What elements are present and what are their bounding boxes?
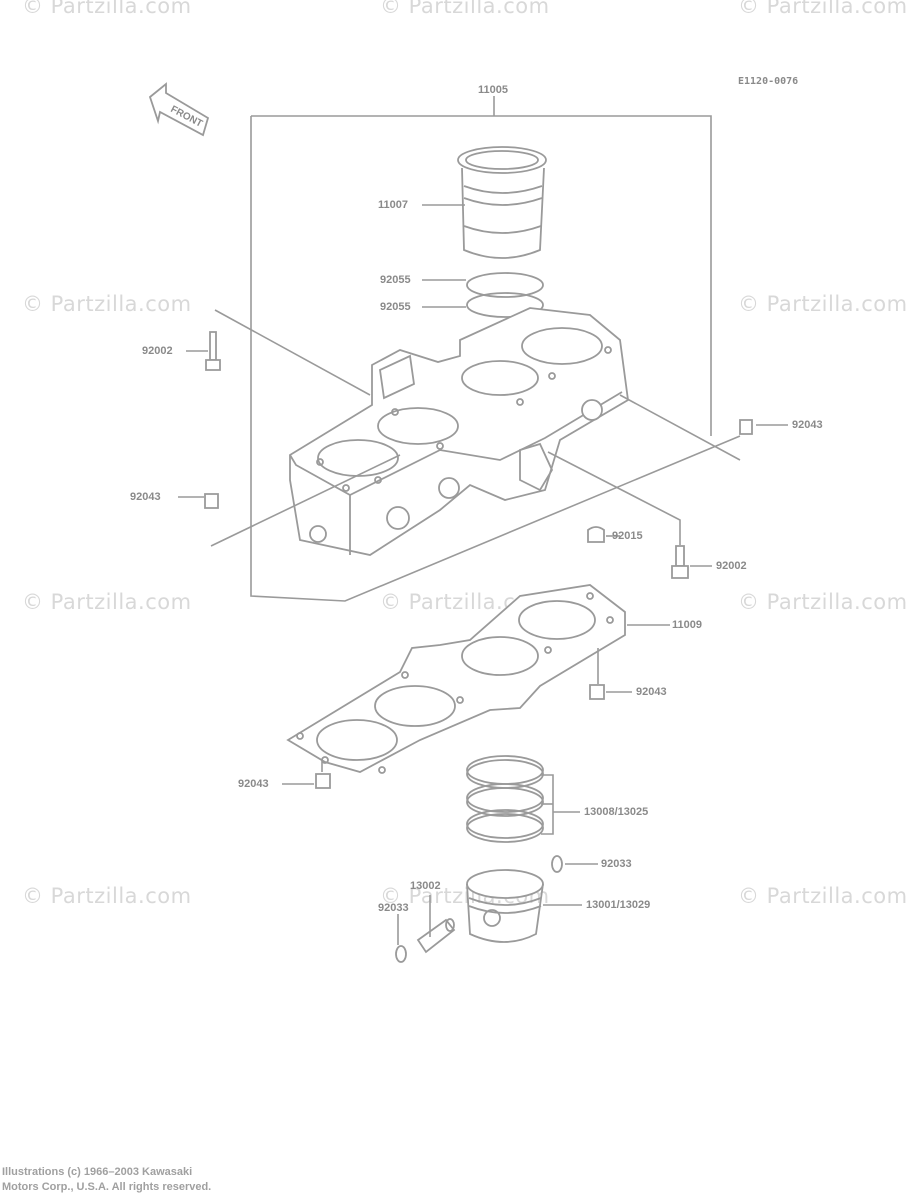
bolt-right-drawing	[671, 545, 689, 579]
part-label-92055-lower[interactable]: 92055	[380, 301, 411, 313]
head-gasket-drawing	[286, 584, 626, 774]
part-label-13001-13029[interactable]: 13001/13029	[586, 899, 651, 911]
diagram-code: E1120-0076	[738, 76, 799, 87]
piston-pin-drawing	[416, 895, 456, 954]
part-label-13002[interactable]: 13002	[410, 880, 441, 892]
part-label-92002-right[interactable]: 92002	[716, 560, 747, 572]
part-label-92043-right-upper[interactable]: 92043	[792, 419, 823, 431]
part-label-92002-left[interactable]: 92002	[142, 345, 173, 357]
plug-drawing	[587, 526, 605, 543]
part-label-11009[interactable]: 11009	[672, 619, 702, 631]
part-label-92055-upper[interactable]: 92055	[380, 274, 411, 286]
cylinder-liner-drawing	[457, 146, 547, 259]
copyright-line-1: Illustrations (c) 1966–2003 Kawasaki	[2, 1166, 193, 1178]
circlip-right-drawing	[551, 855, 563, 873]
o-ring-lower-drawing	[466, 292, 544, 318]
watermark: © Partzilla.com	[22, 0, 192, 18]
piston-rings-drawing	[466, 755, 554, 843]
part-label-11007[interactable]: 11007	[378, 199, 408, 211]
dowel-right-upper-drawing	[739, 419, 753, 435]
o-ring-upper-drawing	[466, 272, 544, 298]
part-label-92043-right-lower[interactable]: 92043	[636, 686, 667, 698]
watermark: © Partzilla.com	[738, 292, 908, 316]
watermark: © Partzilla.com	[380, 0, 550, 18]
part-label-92015[interactable]: 92015	[612, 530, 643, 542]
watermark: © Partzilla.com	[738, 590, 908, 614]
part-label-92033-left[interactable]: 92033	[378, 902, 409, 914]
part-label-13008-13025[interactable]: 13008/13025	[584, 806, 649, 818]
piston-drawing	[466, 869, 544, 943]
dowel-left-lower-drawing	[315, 773, 331, 789]
watermark: © Partzilla.com	[22, 884, 192, 908]
part-label-92043-left-upper[interactable]: 92043	[130, 491, 161, 503]
watermark: © Partzilla.com	[738, 0, 908, 18]
bolt-left-drawing	[205, 331, 221, 371]
dowel-right-lower-drawing	[589, 684, 605, 700]
part-label-11005[interactable]: 11005	[478, 84, 508, 96]
copyright-line-2: Motors Corp., U.S.A. All rights reserved…	[2, 1181, 212, 1193]
bracket-11005	[251, 115, 712, 436]
part-label-92033-right[interactable]: 92033	[601, 858, 632, 870]
dowel-left-upper-drawing	[204, 493, 219, 509]
circlip-left-drawing	[395, 945, 407, 963]
watermark: © Partzilla.com	[22, 292, 192, 316]
watermark: © Partzilla.com	[738, 884, 908, 908]
bracket-11005-lower	[250, 116, 741, 602]
watermark: © Partzilla.com	[22, 590, 192, 614]
part-label-92043-left-lower[interactable]: 92043	[238, 778, 269, 790]
front-arrow-icon: FRONT	[148, 82, 210, 137]
cylinder-block-drawing	[289, 307, 629, 556]
